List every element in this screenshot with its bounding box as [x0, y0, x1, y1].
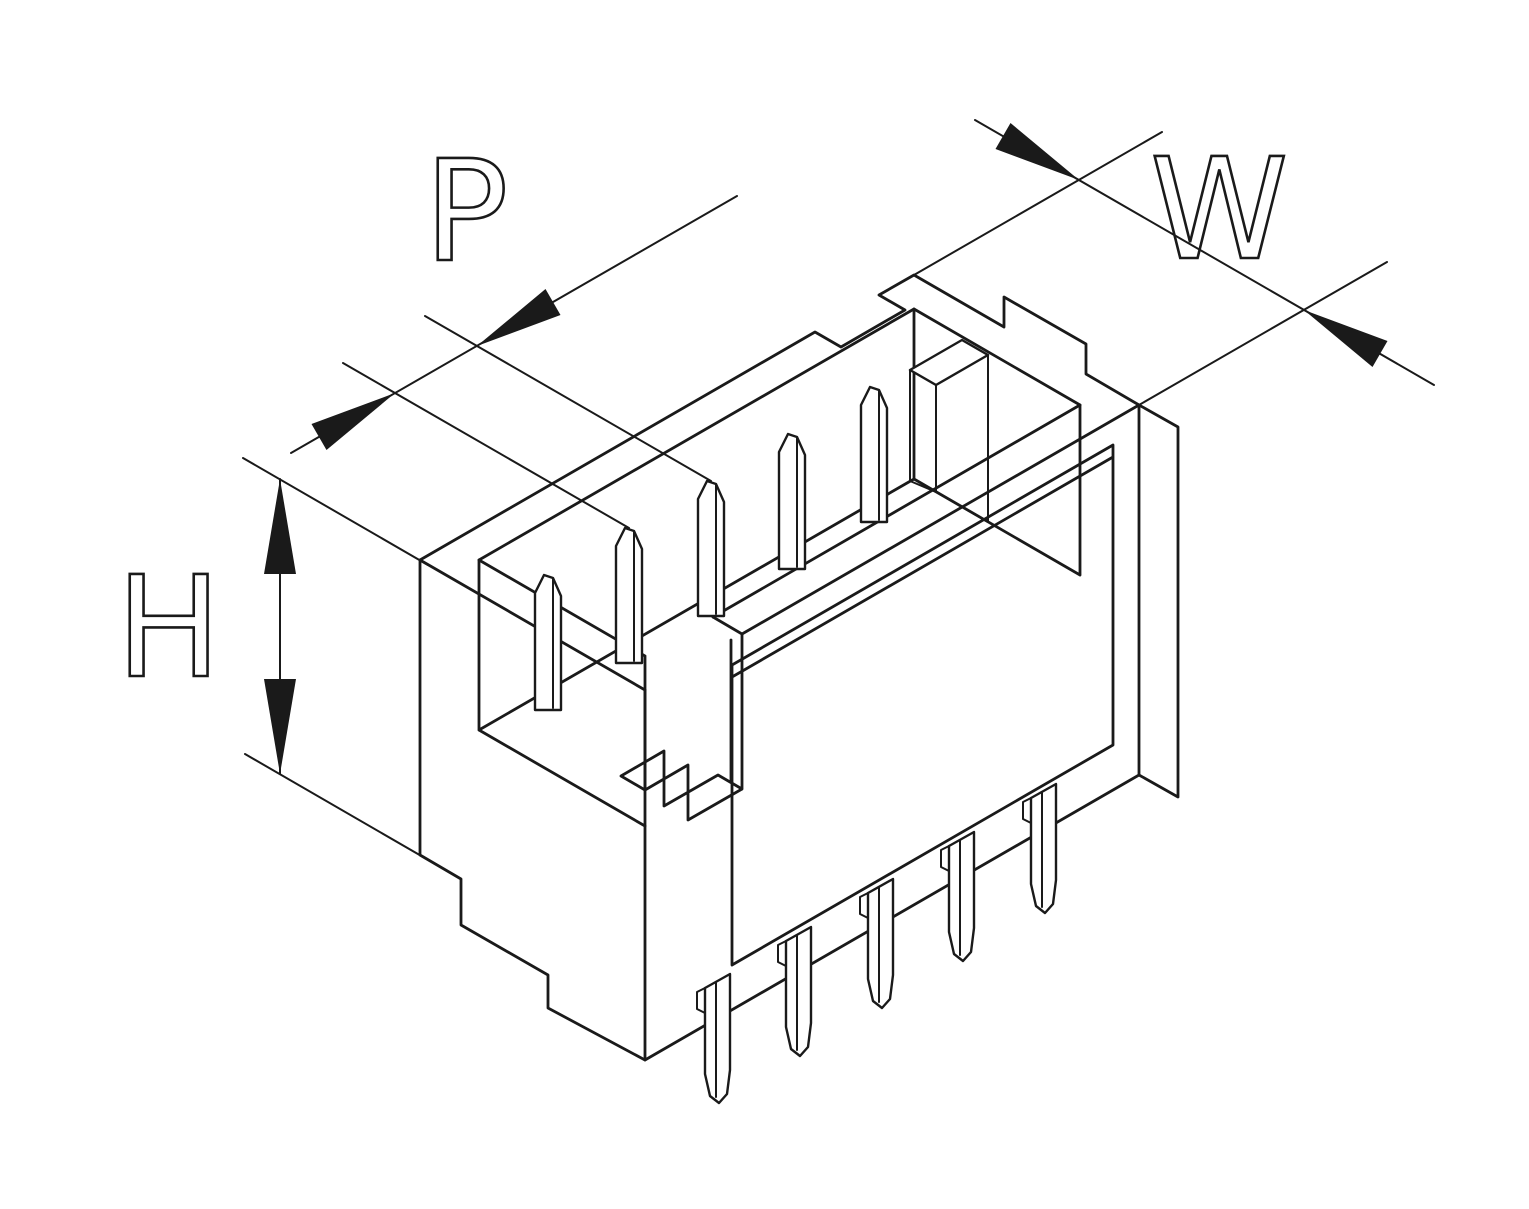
- smd-lead: [696, 972, 732, 1105]
- dimension-width: W: [913, 119, 1435, 406]
- width-label: W: [1150, 129, 1288, 292]
- pin: [777, 432, 807, 571]
- pin: [859, 385, 889, 524]
- extension-line: [244, 753, 431, 862]
- height-label: H: [116, 547, 221, 710]
- pin-row: [533, 385, 889, 712]
- cavity-interior: [477, 307, 1082, 828]
- front-panel: [730, 443, 1115, 967]
- smd-lead: [1022, 782, 1058, 915]
- pitch-label: P: [424, 131, 508, 294]
- dimension-pitch: P: [290, 130, 738, 529]
- shroud-rim: [477, 307, 1082, 692]
- extension-line: [342, 362, 630, 529]
- pin: [533, 573, 563, 712]
- extension-line: [1138, 261, 1388, 406]
- smd-lead: [940, 830, 976, 963]
- dimension-arrowhead: [311, 393, 395, 450]
- extension-line: [913, 131, 1163, 276]
- key-post: [908, 338, 990, 523]
- extension-line: [242, 457, 429, 566]
- smd-lead: [859, 877, 895, 1010]
- dimension-arrowhead: [477, 289, 561, 346]
- pin: [696, 479, 726, 618]
- smd-lead: [777, 925, 813, 1058]
- extension-line: [424, 315, 712, 482]
- smd-lead-row: [696, 782, 1058, 1105]
- dimension-arrowhead: [1304, 310, 1388, 367]
- pin: [614, 526, 644, 665]
- dimension-arrowhead: [264, 679, 296, 774]
- dimension-arrowhead: [264, 479, 296, 574]
- dimension-height: H: [115, 457, 431, 862]
- connector-body: [418, 273, 1180, 1105]
- body-edges: [418, 403, 1141, 1062]
- dimension-arrowhead: [995, 123, 1079, 180]
